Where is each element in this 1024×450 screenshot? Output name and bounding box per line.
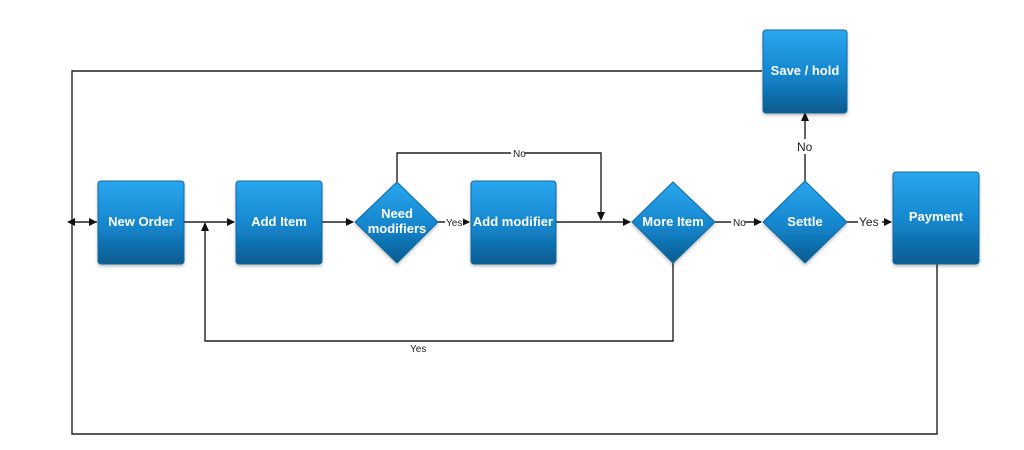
node-new-order[interactable]: New Order — [97, 180, 185, 265]
node-label-line2: modifiers — [368, 221, 427, 236]
node-label-line1: Need — [381, 206, 413, 221]
node-label: More Item — [642, 214, 703, 229]
arrowheads — [67, 112, 892, 231]
arrowhead — [884, 218, 892, 226]
edge-label-more-item-no: No — [733, 218, 746, 229]
edge-need-mod-no — [396, 152, 602, 218]
arrowhead — [201, 222, 209, 231]
node-settle[interactable]: Settle — [762, 180, 848, 264]
node-shape — [892, 171, 980, 265]
node-label: Settle — [787, 214, 822, 229]
edge-labels: Yes No No Yes Yes No — [410, 139, 882, 355]
node-payment[interactable]: Payment — [892, 171, 980, 265]
label-bg — [795, 139, 815, 154]
node-label: New Order — [108, 214, 174, 229]
arrowhead — [754, 218, 762, 226]
label-bg — [731, 216, 745, 228]
node-label: Add modifier — [473, 214, 553, 229]
edge-label-settle-no: No — [797, 140, 813, 154]
node-more-item[interactable]: More Item — [631, 181, 716, 264]
node-label: Save / hold — [771, 63, 840, 78]
label-bg — [511, 147, 525, 159]
node-shape — [762, 29, 848, 114]
node-shape — [97, 180, 185, 265]
node-add-modifier[interactable]: Add modifier — [470, 180, 557, 265]
edge-label-need-mod-yes: Yes — [446, 218, 462, 229]
node-label: Add Item — [251, 214, 307, 229]
edge-label-more-item-yes: Yes — [410, 344, 426, 355]
arrowhead — [346, 218, 354, 226]
arrowhead — [623, 218, 631, 226]
edge-payment-to-new-order — [71, 221, 938, 435]
arrowhead — [597, 212, 605, 221]
arrowhead — [801, 112, 809, 121]
arrowhead — [89, 218, 97, 226]
node-need-modifiers[interactable]: Need modifiers — [354, 181, 439, 264]
node-add-item[interactable]: Add Item — [235, 180, 323, 265]
label-bg — [858, 214, 882, 229]
node-shape — [470, 180, 557, 265]
arrowhead — [227, 218, 235, 226]
edge-save-to-new-order — [71, 70, 762, 222]
node-shape — [354, 181, 439, 264]
node-shape — [235, 180, 323, 265]
edge-label-need-mod-no: No — [513, 149, 526, 160]
arrowhead — [462, 218, 470, 226]
arrowhead — [67, 218, 75, 226]
node-save-hold[interactable]: Save / hold — [762, 29, 848, 114]
node-shape — [762, 180, 848, 264]
node-label: Payment — [909, 209, 964, 224]
edge-more-item-yes — [204, 226, 674, 342]
label-bg — [445, 216, 463, 228]
edge-label-settle-yes: Yes — [859, 215, 879, 229]
node-shape — [631, 181, 716, 264]
connectors — [71, 70, 938, 435]
